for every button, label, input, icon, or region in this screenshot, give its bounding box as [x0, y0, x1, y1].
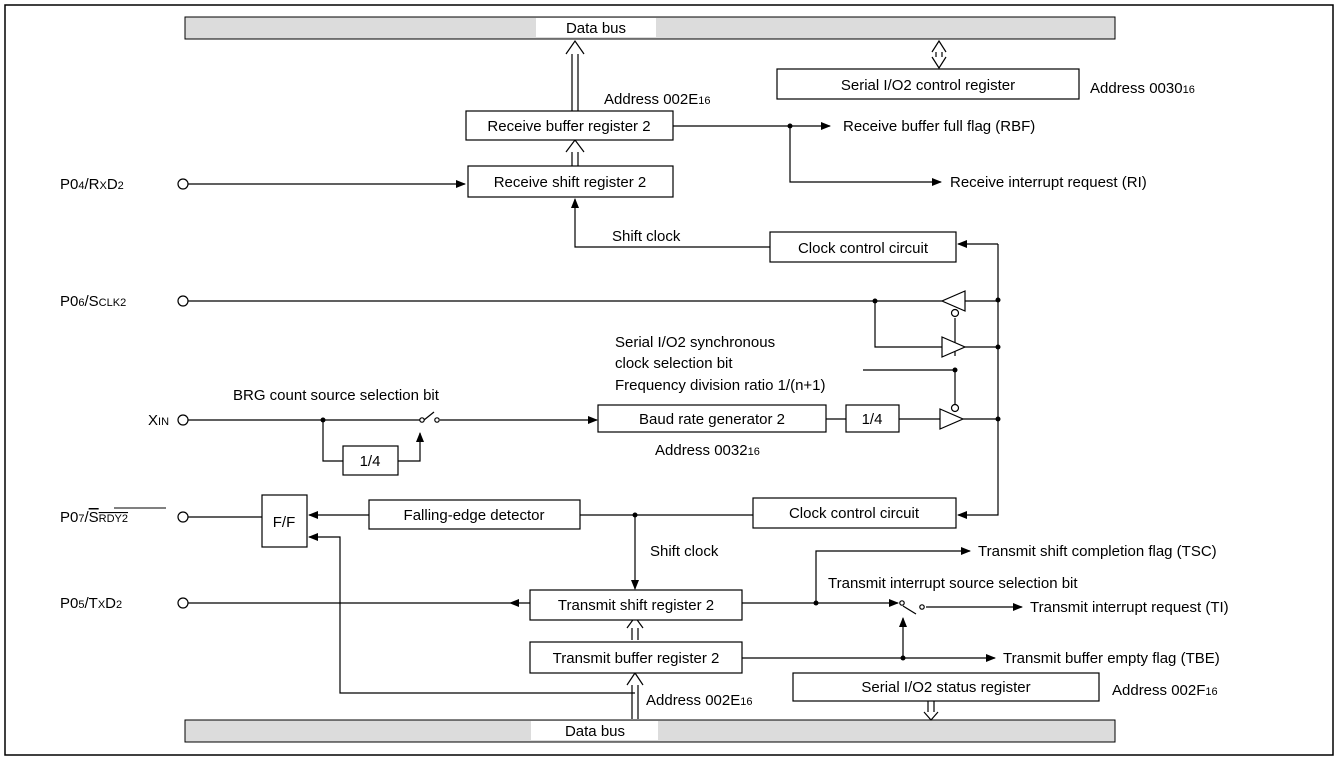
pin-xin-label: XIN [148, 412, 169, 429]
shift-clock-top-label: Shift clock [612, 228, 681, 245]
falling-edge-detector [368, 499, 581, 530]
data-bus-top-label: Data bus [566, 20, 626, 37]
ti-src-label: Transmit interrupt source selection bit [828, 575, 1078, 592]
freq-div-label: Frequency division ratio 1/(n+1) [615, 377, 826, 394]
pin-p04-label: P04/RXD2 [60, 176, 124, 193]
ri-label: Receive interrupt request (RI) [950, 174, 1147, 191]
tbe-label: Transmit buffer empty flag (TBE) [1003, 650, 1220, 667]
falling-edge-label: Falling-edge detector [404, 507, 545, 524]
sync-sel-label-1: Serial I/O2 synchronous [615, 334, 775, 351]
flip-flop [261, 494, 308, 548]
pin-terminals [177, 178, 189, 609]
tx-shift-label: Transmit shift register 2 [558, 597, 714, 614]
tsc-label: Transmit shift completion flag (TSC) [978, 543, 1217, 560]
buffers [419, 290, 967, 610]
brg-sel-label: BRG count source selection bit [233, 387, 440, 404]
address-baud: Address 003216 [655, 442, 760, 459]
div4-left-box [342, 445, 399, 476]
data-bus-bottom-label: Data bus [565, 723, 625, 740]
sio2-control-register [776, 68, 1080, 100]
pin-p06-label: P06/SCLK2 [60, 293, 126, 310]
sync-sel-label-2: clock selection bit [615, 355, 733, 372]
clock-control-circuit-top [769, 231, 957, 263]
pin-p07-label: P07/SRDY2 [60, 509, 128, 526]
rx-buffer-label: Receive buffer register 2 [487, 118, 650, 135]
clock-ctrl-bottom-label: Clock control circuit [789, 505, 920, 522]
address-tx-buffer: Address 002E16 [646, 692, 752, 709]
address-rx-buffer: Address 002E16 [604, 91, 710, 108]
div4-mid-label: 1/4 [862, 411, 883, 428]
div4-mid-box [845, 404, 900, 433]
clock-ctrl-top-label: Clock control circuit [798, 240, 929, 257]
baud-gen-label: Baud rate generator 2 [639, 411, 785, 428]
junctions [320, 123, 1001, 661]
data-bus-bottom: Data bus [184, 719, 1116, 743]
wires [188, 122, 1023, 694]
ff-label: F/F [273, 514, 296, 531]
tx-buffer-label: Transmit buffer register 2 [553, 650, 720, 667]
receive-buffer-register [465, 110, 674, 141]
address-control: Address 003016 [1090, 80, 1195, 97]
data-bus-top: Data bus [184, 16, 1116, 40]
sio2-status-label: Serial I/O2 status register [861, 679, 1030, 696]
div4-left-label: 1/4 [360, 453, 381, 470]
clock-control-circuit-bottom [752, 497, 957, 529]
receive-shift-register [467, 165, 674, 198]
shift-clock-bottom-label: Shift clock [650, 543, 719, 560]
rx-shift-label: Receive shift register 2 [494, 174, 647, 191]
sio2-status-register [792, 672, 1100, 702]
transmit-buffer-register [529, 641, 743, 674]
pin-p05-label: P05/TXD2 [60, 595, 122, 612]
outer-frame [4, 4, 1334, 756]
address-status: Address 002F16 [1112, 682, 1218, 699]
rbf-label: Receive buffer full flag (RBF) [843, 118, 1035, 135]
ti-label: Transmit interrupt request (TI) [1030, 599, 1229, 616]
sio2-control-label: Serial I/O2 control register [841, 77, 1015, 94]
transmit-shift-register [529, 589, 743, 621]
